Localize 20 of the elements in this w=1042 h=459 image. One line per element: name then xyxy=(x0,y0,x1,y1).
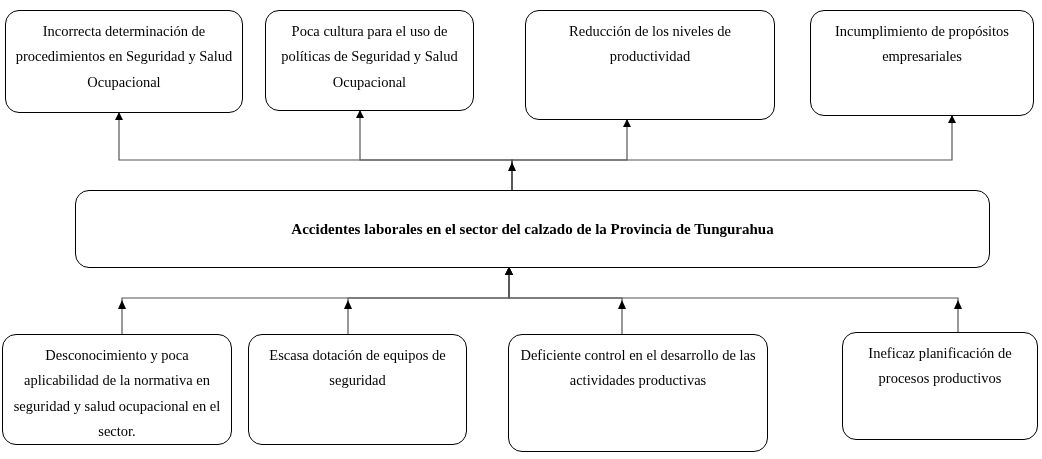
problem-box xyxy=(75,190,990,268)
rounded-box xyxy=(248,334,467,445)
box-text: Reducción de los niveles de productividad xyxy=(568,22,732,67)
box-text: Deficiente control en el desarrollo de las actividades productivas xyxy=(519,346,757,391)
box-text: Ineficaz planificación de procesos productivos xyxy=(867,344,1013,389)
arrow xyxy=(511,115,956,191)
rounded-box xyxy=(525,10,775,120)
rounded-box xyxy=(810,10,1034,116)
box-text: Desconocimiento y poca aplicabilidad de la normativa en seguridad y salud ocupacional en el sector. xyxy=(12,346,222,442)
box-text: Poca cultura para el uso de políticas de Seguridad y Salud Ocupacional xyxy=(280,22,459,92)
box-text: Incumplimiento de propósitos empresariales xyxy=(834,22,1010,67)
rounded-box xyxy=(2,334,232,445)
rounded-box xyxy=(265,10,474,111)
arrow xyxy=(505,267,959,333)
box-text: Accidentes laborales en el sector del calzado de la Provincia de Tungurahua xyxy=(291,219,774,239)
box-text: Incorrecta determinación de procedimientos en Seguridad y Salud Ocupacional xyxy=(14,22,234,92)
rounded-box xyxy=(5,10,243,113)
box-text: Escasa dotación de equipos de seguridad xyxy=(268,346,447,391)
rounded-box xyxy=(508,334,768,452)
rounded-box xyxy=(842,332,1038,440)
